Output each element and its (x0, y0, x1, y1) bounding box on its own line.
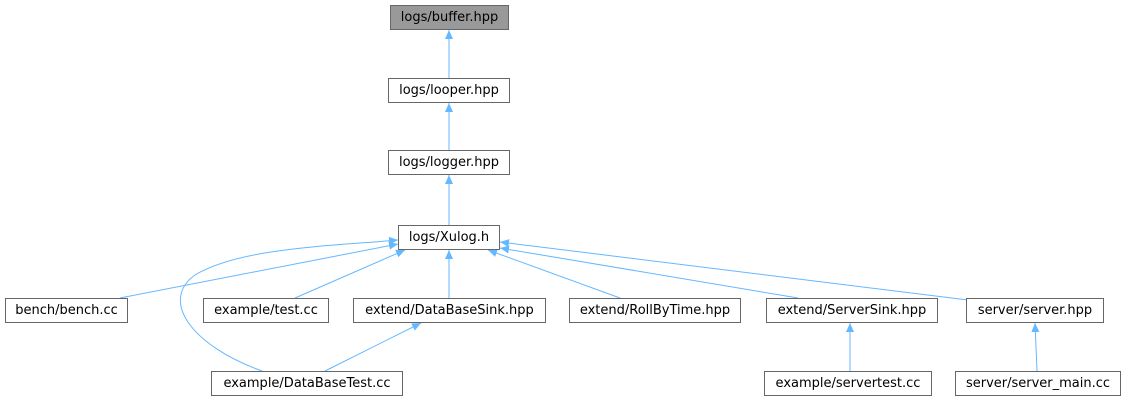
node-roll[interactable]: extend/RollByTime.hpp (569, 298, 741, 323)
edge-server-to-xulog (499, 239, 969, 301)
node-dbsink[interactable]: extend/DataBaseSink.hpp (353, 298, 546, 323)
node-servertest[interactable]: example/servertest.cc (764, 371, 932, 396)
node-servermain[interactable]: server/server_main.cc (955, 371, 1121, 396)
edge-bench-to-xulog (119, 241, 399, 299)
edge-dbtest-to-dbsink (324, 322, 422, 372)
node-logger[interactable]: logs/logger.hpp (388, 150, 510, 175)
node-xulog[interactable]: logs/Xulog.h (398, 225, 500, 250)
edge-dbtest-to-xulog (179, 236, 399, 372)
edge-test-to-xulog (294, 249, 406, 299)
node-serversink[interactable]: extend/ServerSink.hpp (766, 298, 938, 323)
node-buffer[interactable]: logs/buffer.hpp (390, 5, 509, 30)
edge-roll-to-xulog (487, 249, 621, 299)
node-test[interactable]: example/test.cc (203, 298, 329, 323)
node-dbtest[interactable]: example/DataBaseTest.cc (211, 371, 403, 396)
node-server[interactable]: server/server.hpp (966, 298, 1104, 323)
edge-serversink-to-xulog (499, 245, 799, 299)
node-bench[interactable]: bench/bench.cc (5, 298, 128, 323)
node-looper[interactable]: logs/looper.hpp (388, 78, 510, 103)
edge-servermain-to-server (1031, 322, 1040, 372)
